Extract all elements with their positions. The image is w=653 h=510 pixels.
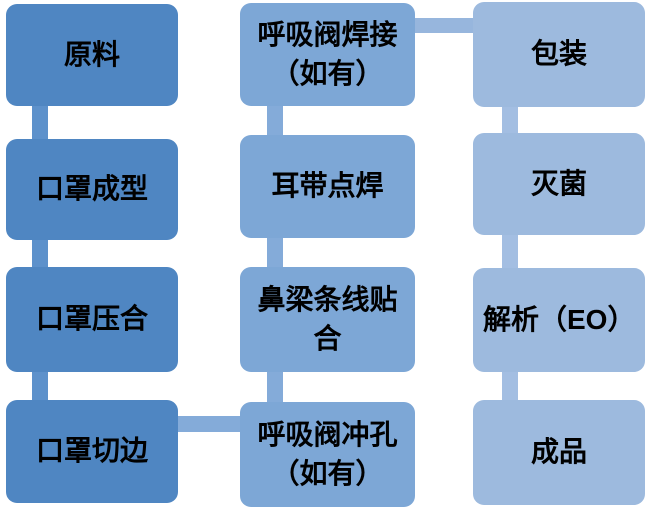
flow-step-packaging: 包装: [473, 2, 645, 107]
flow-step-eo-desorption: 解析（EO）: [473, 268, 645, 372]
connector-mask-forming-mask-pressing: [32, 234, 48, 274]
connector-ear-strap-valve-welding: [267, 100, 283, 141]
connector-valve-punching-nose-bridge: [267, 366, 283, 408]
flow-step-raw-material: 原料: [6, 4, 178, 106]
flow-step-nose-bridge-lamination: 鼻梁条线贴合: [240, 267, 415, 372]
flow-step-mask-pressing: 口罩压合: [6, 267, 178, 372]
connector-mask-pressing-edge-cutting: [32, 366, 48, 406]
connector-valve-welding-packaging: [410, 18, 478, 33]
connector-raw-material-mask-forming: [32, 100, 48, 145]
connector-edge-cutting-valve-punching: [174, 416, 244, 432]
connector-sterilization-eo-desorption: [502, 229, 518, 274]
flow-step-sterilization: 灭菌: [473, 133, 645, 235]
flow-step-valve-welding: 呼吸阀焊接（如有）: [240, 3, 415, 106]
flow-step-finished-product: 成品: [473, 400, 645, 505]
flow-step-valve-punching: 呼吸阀冲孔（如有）: [240, 402, 415, 507]
connector-nose-bridge-ear-strap: [267, 232, 283, 273]
connector-packaging-sterilization: [502, 101, 518, 139]
flow-step-ear-strap-welding: 耳带点焊: [240, 135, 415, 238]
flow-step-mask-edge-cutting: 口罩切边: [6, 400, 178, 503]
flow-step-mask-forming: 口罩成型: [6, 139, 178, 240]
connector-eo-desorption-finished-product: [502, 366, 518, 406]
